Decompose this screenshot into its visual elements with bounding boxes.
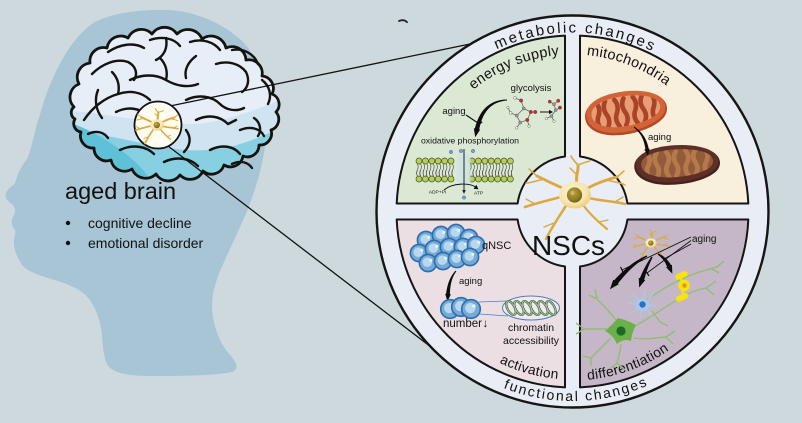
svg-text:↓: ↓ xyxy=(483,318,489,330)
svg-text:cognitive decline: cognitive decline xyxy=(88,215,192,231)
svg-text:aging: aging xyxy=(692,234,716,245)
svg-text:accessibility: accessibility xyxy=(503,335,560,347)
svg-text:ATP: ATP xyxy=(474,191,483,197)
svg-text:aging: aging xyxy=(442,106,465,117)
svg-text:glycolysis: glycolysis xyxy=(511,83,552,94)
svg-text:oxidative phosphorylation: oxidative phosphorylation xyxy=(421,136,519,146)
svg-text:qNSC: qNSC xyxy=(482,240,511,252)
svg-text:NSCs: NSCs xyxy=(532,230,605,261)
svg-text:aging: aging xyxy=(648,132,671,143)
svg-text:ADP+Pi: ADP+Pi xyxy=(429,190,446,196)
svg-text:aging: aging xyxy=(459,276,482,287)
svg-text:chromatin: chromatin xyxy=(508,322,554,334)
svg-text:aged brain: aged brain xyxy=(65,178,176,204)
svg-text:emotional disorder: emotional disorder xyxy=(88,235,204,251)
svg-text:number: number xyxy=(443,318,482,330)
